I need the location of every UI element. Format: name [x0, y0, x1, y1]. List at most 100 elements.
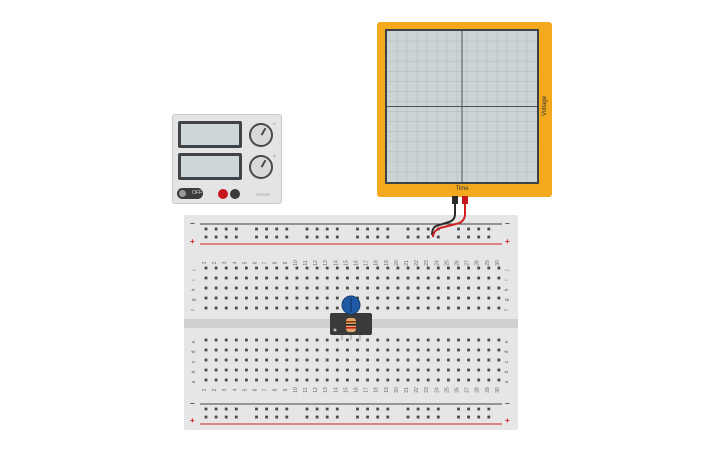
- breadboard-hole[interactable]: [457, 296, 460, 300]
- breadboard-hole[interactable]: [305, 286, 309, 290]
- breadboard-hole[interactable]: [234, 306, 238, 310]
- breadboard-hole[interactable]: [436, 368, 440, 372]
- breadboard-hole[interactable]: [305, 227, 309, 231]
- breadboard-hole[interactable]: [305, 266, 309, 270]
- breadboard-hole[interactable]: [204, 358, 208, 362]
- breadboard-hole[interactable]: [214, 338, 218, 342]
- breadboard-hole[interactable]: [224, 227, 228, 231]
- breadboard-hole[interactable]: [477, 286, 481, 290]
- breadboard-hole[interactable]: [447, 266, 450, 270]
- breadboard-hole[interactable]: [204, 378, 208, 382]
- breadboard-hole[interactable]: [396, 338, 400, 342]
- breadboard-hole[interactable]: [366, 378, 369, 382]
- breadboard-hole[interactable]: [265, 276, 268, 280]
- breadboard-hole[interactable]: [477, 415, 481, 419]
- breadboard-hole[interactable]: [285, 358, 289, 362]
- breadboard-hole[interactable]: [285, 266, 289, 270]
- breadboard-hole[interactable]: [376, 266, 380, 270]
- breadboard-hole[interactable]: [457, 407, 460, 411]
- breadboard-hole[interactable]: [356, 286, 359, 290]
- breadboard-hole[interactable]: [487, 286, 491, 290]
- breadboard-hole[interactable]: [214, 276, 218, 280]
- breadboard-hole[interactable]: [335, 227, 339, 231]
- breadboard-hole[interactable]: [346, 338, 349, 342]
- breadboard-hole[interactable]: [376, 348, 380, 352]
- breadboard-hole[interactable]: [467, 235, 470, 239]
- breadboard-hole[interactable]: [376, 358, 380, 362]
- probe-signal-wire[interactable]: [432, 204, 466, 238]
- breadboard-hole[interactable]: [214, 415, 218, 419]
- breadboard-hole[interactable]: [325, 338, 329, 342]
- breadboard-hole[interactable]: [265, 378, 268, 382]
- breadboard-hole[interactable]: [295, 368, 299, 372]
- breadboard-hole[interactable]: [386, 415, 390, 419]
- breadboard-hole[interactable]: [356, 348, 359, 352]
- breadboard-hole[interactable]: [366, 266, 369, 270]
- breadboard-hole[interactable]: [224, 266, 228, 270]
- breadboard-hole[interactable]: [325, 286, 329, 290]
- breadboard-hole[interactable]: [356, 358, 359, 362]
- breadboard-hole[interactable]: [436, 415, 440, 419]
- breadboard-hole[interactable]: [457, 415, 460, 419]
- breadboard-hole[interactable]: [325, 407, 329, 411]
- breadboard-hole[interactable]: [245, 276, 248, 280]
- breadboard-hole[interactable]: [447, 338, 450, 342]
- breadboard-hole[interactable]: [255, 227, 258, 231]
- breadboard-hole[interactable]: [457, 227, 460, 231]
- breadboard-hole[interactable]: [406, 235, 410, 239]
- breadboard-hole[interactable]: [315, 286, 319, 290]
- breadboard-hole[interactable]: [275, 378, 279, 382]
- breadboard-hole[interactable]: [386, 407, 390, 411]
- breadboard-hole[interactable]: [477, 358, 481, 362]
- breadboard-hole[interactable]: [275, 368, 279, 372]
- breadboard-hole[interactable]: [426, 286, 430, 290]
- breadboard-hole[interactable]: [315, 378, 319, 382]
- breadboard-hole[interactable]: [295, 306, 299, 310]
- breadboard-hole[interactable]: [487, 407, 491, 411]
- breadboard-hole[interactable]: [224, 378, 228, 382]
- breadboard-hole[interactable]: [467, 306, 470, 310]
- breadboard-hole[interactable]: [305, 235, 309, 239]
- breadboard-hole[interactable]: [366, 407, 369, 411]
- breadboard-hole[interactable]: [406, 286, 410, 290]
- breadboard-hole[interactable]: [204, 368, 208, 372]
- breadboard-hole[interactable]: [376, 415, 380, 419]
- breadboard-hole[interactable]: [416, 338, 420, 342]
- breadboard-hole[interactable]: [234, 266, 238, 270]
- breadboard-hole[interactable]: [457, 235, 460, 239]
- breadboard-hole[interactable]: [325, 235, 329, 239]
- breadboard-hole[interactable]: [255, 276, 258, 280]
- breadboard-hole[interactable]: [416, 407, 420, 411]
- breadboard-hole[interactable]: [265, 348, 268, 352]
- breadboard-hole[interactable]: [426, 276, 430, 280]
- breadboard-hole[interactable]: [224, 286, 228, 290]
- probe-ground-wire[interactable]: [431, 204, 456, 236]
- breadboard-hole[interactable]: [356, 407, 359, 411]
- breadboard-hole[interactable]: [487, 378, 491, 382]
- breadboard-hole[interactable]: [234, 286, 238, 290]
- breadboard-hole[interactable]: [255, 348, 258, 352]
- breadboard-hole[interactable]: [487, 338, 491, 342]
- breadboard-hole[interactable]: [285, 296, 289, 300]
- breadboard-hole[interactable]: [416, 368, 420, 372]
- breadboard-hole[interactable]: [204, 227, 208, 231]
- breadboard-hole[interactable]: [467, 348, 470, 352]
- breadboard-hole[interactable]: [426, 358, 430, 362]
- breadboard-hole[interactable]: [406, 306, 410, 310]
- breadboard-hole[interactable]: [356, 227, 359, 231]
- breadboard-hole[interactable]: [224, 348, 228, 352]
- breadboard-hole[interactable]: [376, 407, 380, 411]
- breadboard-hole[interactable]: [366, 415, 369, 419]
- breadboard-hole[interactable]: [426, 407, 430, 411]
- breadboard-hole[interactable]: [275, 286, 279, 290]
- breadboard-hole[interactable]: [467, 415, 470, 419]
- positive-terminal[interactable]: [218, 189, 228, 199]
- breadboard-hole[interactable]: [315, 276, 319, 280]
- breadboard-hole[interactable]: [497, 286, 501, 290]
- breadboard-hole[interactable]: [396, 306, 400, 310]
- breadboard-hole[interactable]: [376, 368, 380, 372]
- breadboard-hole[interactable]: [436, 266, 440, 270]
- breadboard-hole[interactable]: [275, 266, 279, 270]
- breadboard-hole[interactable]: [406, 407, 410, 411]
- breadboard-hole[interactable]: [234, 296, 238, 300]
